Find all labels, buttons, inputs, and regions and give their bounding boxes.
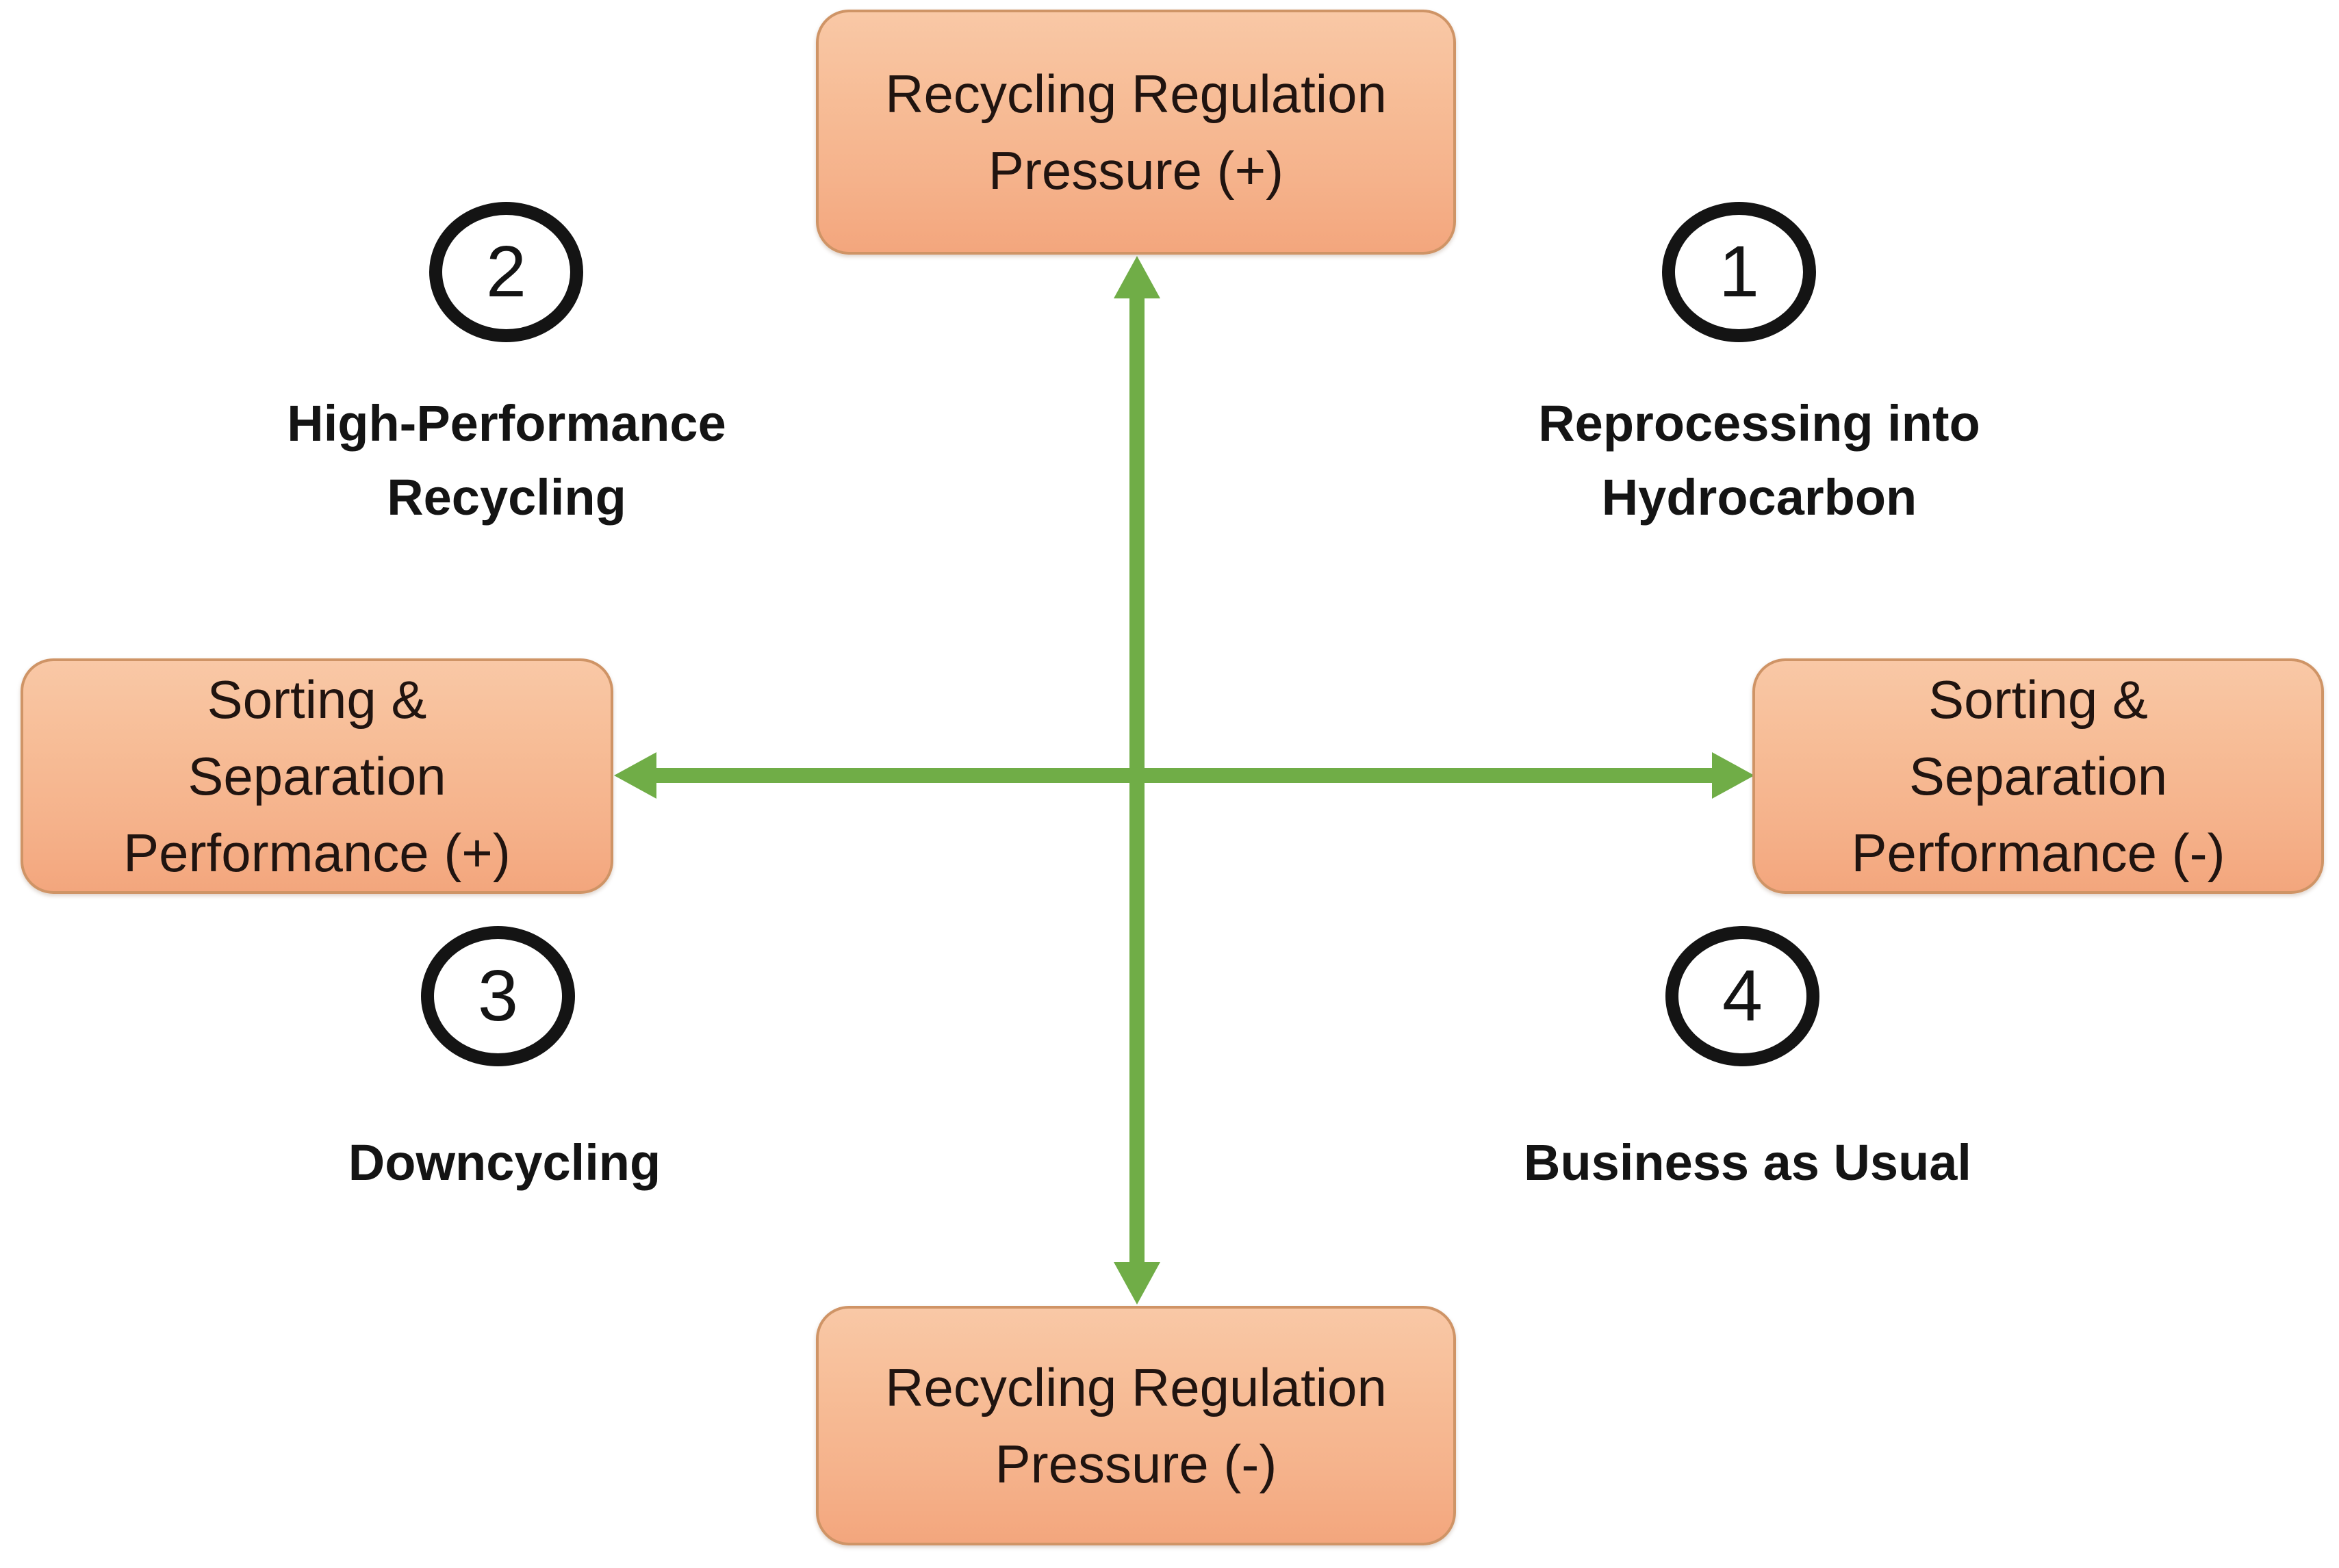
quadrant-number: 2	[486, 231, 526, 312]
box-text-line: Recycling Regulation	[885, 1357, 1387, 1417]
box-text-line: Pressure (+)	[988, 140, 1284, 201]
arrowhead-right-icon	[1712, 752, 1754, 799]
quadrant-number: 1	[1719, 231, 1759, 312]
quadrant-3-number-circle: 3	[421, 926, 575, 1066]
quadrant-label-line: Hydrocarbon	[1601, 469, 1917, 526]
quadrant-number: 3	[478, 955, 518, 1036]
quadrant-number: 4	[1722, 955, 1763, 1036]
quadrant-label-line: High-Performance	[287, 395, 726, 452]
box-text-line: Separation	[1908, 746, 2168, 806]
box-text-line: Separation	[188, 746, 446, 806]
box-sorting-separation-performance-plus: Sorting & Separation Performance (+)	[21, 658, 613, 894]
box-recycling-regulation-pressure-minus: Recycling Regulation Pressure (-)	[816, 1306, 1456, 1545]
quadrant-4-label-business-as-usual: Business as Usual	[1440, 1126, 2056, 1200]
arrowhead-down-icon	[1114, 1262, 1160, 1304]
arrowhead-up-icon	[1114, 256, 1160, 298]
box-text-line: Performance (+)	[123, 823, 511, 883]
quadrant-2-number-circle: 2	[429, 202, 583, 342]
box-recycling-regulation-pressure-plus: Recycling Regulation Pressure (+)	[816, 10, 1456, 255]
quadrant-1-number-circle: 1	[1662, 202, 1816, 342]
quadrant-label-line: Recycling	[387, 469, 626, 526]
quadrant-1-label-reprocessing-into-hydrocarbon: Reprocessing into Hydrocarbon	[1451, 387, 2067, 535]
quadrant-2-label-high-performance-recycling: High-Performance Recycling	[199, 387, 815, 535]
quadrant-label-line: Downcycling	[348, 1134, 661, 1191]
quadrant-3-label-downcycling: Downcycling	[196, 1126, 813, 1200]
box-text-line: Sorting &	[1928, 669, 2148, 730]
quadrant-label-line: Reprocessing into	[1538, 395, 1980, 452]
arrowhead-left-icon	[614, 752, 656, 799]
box-text-line: Recycling Regulation	[885, 64, 1387, 124]
box-sorting-separation-performance-minus: Sorting & Separation Performance (-)	[1752, 658, 2324, 894]
box-text-line: Performance (-)	[1851, 823, 2225, 883]
box-text-line: Pressure (-)	[995, 1434, 1277, 1494]
quadrant-4-number-circle: 4	[1665, 926, 1819, 1066]
quadrant-label-line: Business as Usual	[1524, 1134, 1971, 1191]
box-text-line: Sorting &	[207, 669, 427, 730]
